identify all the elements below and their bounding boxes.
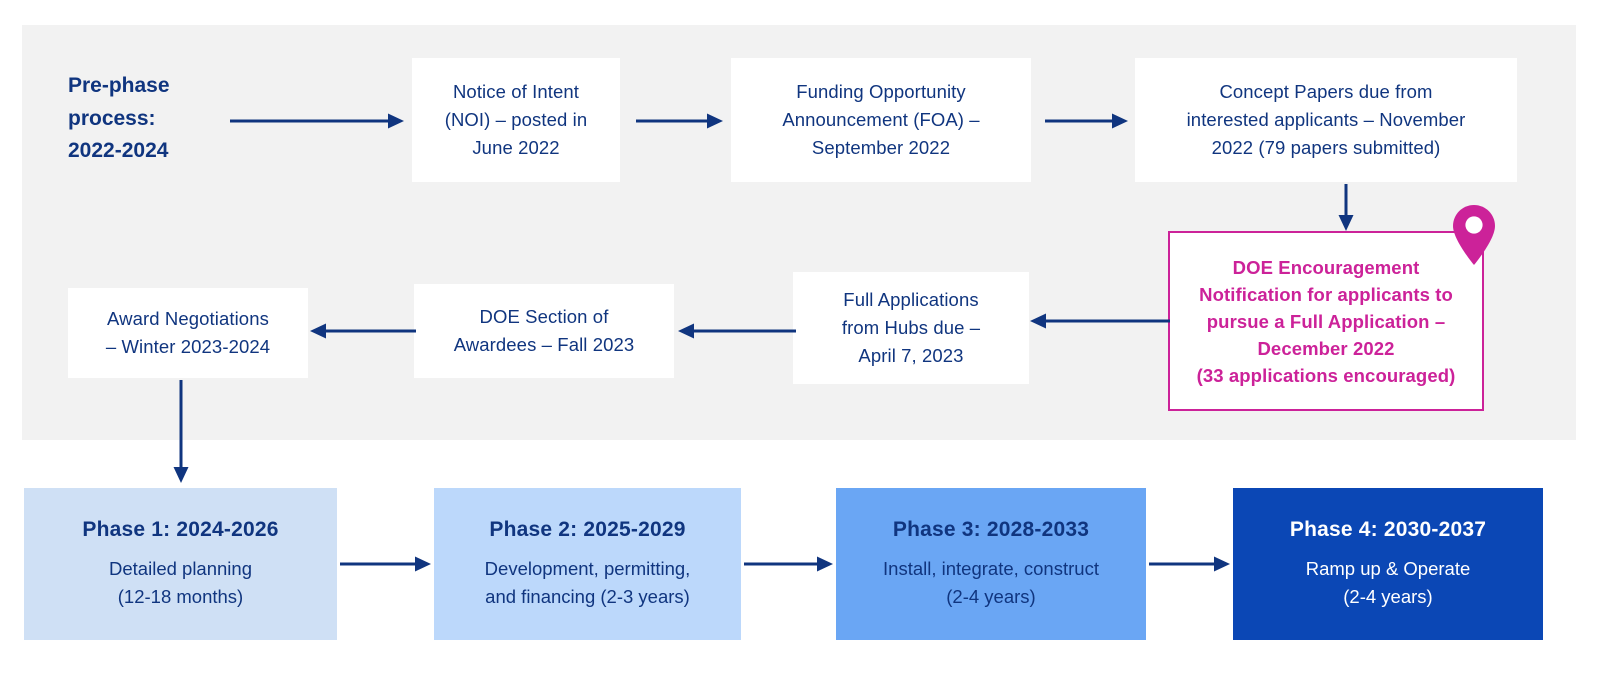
node-doe-encouragement-notification[interactable]: DOE Encouragement Notification for appli…	[1168, 231, 1484, 411]
phase-3-box[interactable]: Phase 3: 2028-2033 Install, integrate, c…	[836, 488, 1146, 640]
pre-phase-label: Pre-phase process: 2022-2024	[68, 74, 170, 163]
map-pin-icon	[1452, 204, 1496, 266]
phase-2-description: Development, permitting, and financing (…	[484, 557, 691, 607]
arrow-phase-2-to-phase-3	[744, 555, 834, 573]
arrow-phase-1-to-phase-2	[340, 555, 432, 573]
phase-1-box[interactable]: Phase 1: 2024-2026 Detailed planning (12…	[24, 488, 337, 640]
arrow-concept-papers-to-encouragement	[1337, 184, 1355, 232]
phase-3-description: Install, integrate, construct (2-4 years…	[883, 557, 1099, 607]
node-funding-opportunity-announcement[interactable]: Funding Opportunity Announcement (FOA) –…	[731, 58, 1031, 182]
phase-4-title: Phase 4: 2030-2037	[1289, 517, 1487, 541]
phase-2-title: Phase 2: 2025-2029	[489, 517, 686, 541]
node-concept-papers-text: Concept Papers due from interested appli…	[1186, 80, 1466, 159]
phase-1-title: Phase 1: 2024-2026	[82, 517, 279, 541]
node-doe-selection-of-awardees-text: DOE Section of Awardees – Fall 2023	[453, 305, 635, 355]
phase-4-box[interactable]: Phase 4: 2030-2037 Ramp up & Operate (2-…	[1233, 488, 1543, 640]
node-full-applications-text: Full Applications from Hubs due – April …	[841, 288, 981, 367]
node-award-negotiations[interactable]: Award Negotiations – Winter 2023-2024	[68, 288, 308, 378]
phase-3-title: Phase 3: 2028-2033	[892, 517, 1090, 541]
arrow-doe-selection-to-award-negotiations	[310, 322, 416, 340]
arrow-full-applications-to-doe-selection	[678, 322, 796, 340]
arrow-noi-to-foa	[636, 112, 724, 130]
node-funding-opportunity-announcement-text: Funding Opportunity Announcement (FOA) –…	[782, 80, 980, 159]
arrow-encouragement-to-full-applications	[1030, 312, 1170, 330]
node-notice-of-intent[interactable]: Notice of Intent (NOI) – posted in June …	[412, 58, 620, 182]
arrow-foa-to-concept-papers	[1045, 112, 1129, 130]
arrow-prephase-to-noi	[230, 112, 405, 130]
node-doe-encouragement-notification-text: DOE Encouragement Notification for appli…	[1196, 256, 1456, 386]
node-doe-selection-of-awardees[interactable]: DOE Section of Awardees – Fall 2023	[414, 284, 674, 378]
node-concept-papers[interactable]: Concept Papers due from interested appli…	[1135, 58, 1517, 182]
arrow-phase-3-to-phase-4	[1149, 555, 1231, 573]
phase-1-description: Detailed planning (12-18 months)	[109, 557, 252, 607]
node-full-applications[interactable]: Full Applications from Hubs due – April …	[793, 272, 1029, 384]
arrow-award-negotiations-to-phase-1	[172, 380, 190, 484]
phase-2-box[interactable]: Phase 2: 2025-2029 Development, permitti…	[434, 488, 741, 640]
node-award-negotiations-text: Award Negotiations – Winter 2023-2024	[105, 307, 271, 357]
node-notice-of-intent-text: Notice of Intent (NOI) – posted in June …	[444, 80, 588, 159]
phase-4-description: Ramp up & Operate (2-4 years)	[1305, 557, 1471, 607]
